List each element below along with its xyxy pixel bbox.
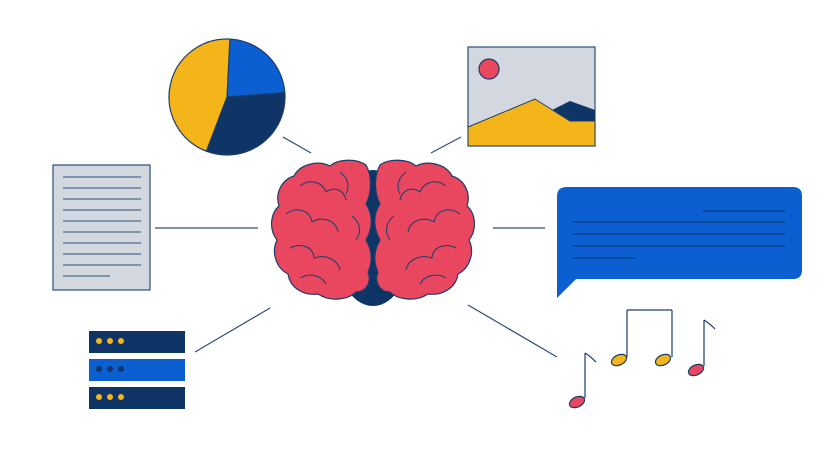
pink-note-high xyxy=(687,319,716,377)
beamed-notes xyxy=(610,309,673,367)
speech-bubble-icon xyxy=(557,187,802,298)
pink-note-low xyxy=(568,352,597,409)
landscape-image-icon xyxy=(467,46,596,147)
sun-shape xyxy=(478,58,500,80)
brain-left-hemisphere xyxy=(271,159,372,300)
pie-chart-icon xyxy=(168,38,286,156)
pie-slice-navy xyxy=(205,91,286,156)
server-unit xyxy=(89,359,185,381)
server-unit xyxy=(89,387,185,409)
bubble-text-lines xyxy=(573,210,785,259)
connector-pie xyxy=(282,136,312,154)
connector-music xyxy=(467,304,558,358)
brain-folds xyxy=(285,171,461,285)
server-unit xyxy=(89,331,185,353)
document-text-lines xyxy=(63,176,141,277)
connectors xyxy=(155,136,558,358)
document-page xyxy=(52,164,151,291)
connector-image xyxy=(430,136,462,154)
server-stack-icon xyxy=(89,331,185,409)
pie-slice-yellow xyxy=(168,38,231,152)
bubble-shape xyxy=(557,187,802,298)
yellow-mountain xyxy=(467,98,596,147)
brain-icon xyxy=(271,159,475,306)
connector-server xyxy=(194,307,271,353)
brain-right-hemisphere xyxy=(374,159,475,300)
document-icon xyxy=(52,164,151,291)
music-notes-icon xyxy=(568,309,716,409)
pie-slice-blue xyxy=(226,38,286,98)
